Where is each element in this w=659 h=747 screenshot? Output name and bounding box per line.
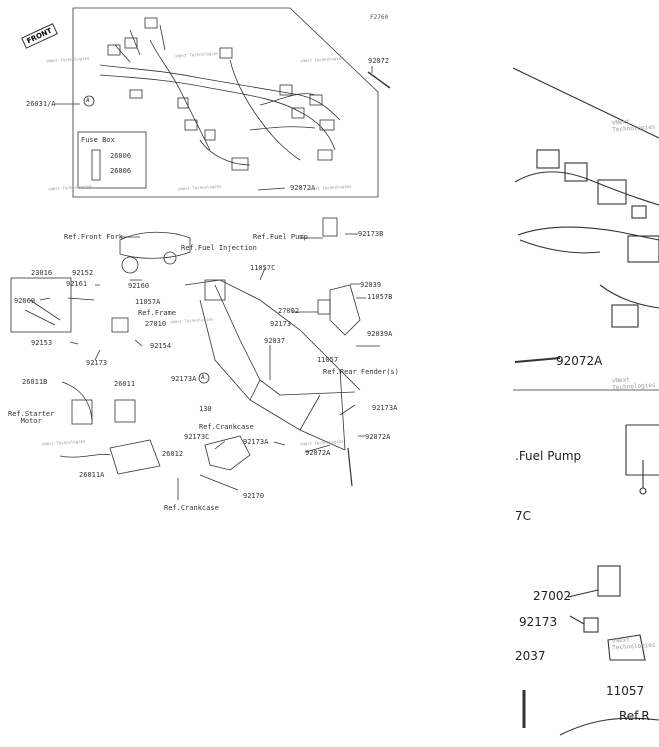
callout-ref-crankcase-top: Ref.Crankcase <box>199 423 254 431</box>
callout-26011b: 26011B <box>22 378 48 386</box>
callout-92173c: 92173C <box>184 433 210 441</box>
callout-130: 130 <box>199 405 212 413</box>
tie-92072a <box>257 187 286 191</box>
callout-23016: 23016 <box>31 269 53 277</box>
zoom-connector-3 <box>597 179 627 205</box>
circle-a-label-top: A <box>86 97 90 104</box>
callout-92072: 92072 <box>368 57 390 65</box>
callout-92173a-lower: 92173A <box>243 438 269 446</box>
callout-11057a: 11057A <box>135 298 161 306</box>
fuse-26006-b: 26006 <box>110 167 132 175</box>
zoom-connector-5 <box>611 304 639 328</box>
callout-92072a-top: 92072A <box>290 184 316 192</box>
callout-92161: 92161 <box>66 280 88 288</box>
front-fork-clamp <box>119 231 191 259</box>
zoom-fragment-7c: 7C <box>515 509 532 523</box>
callout-92069: 92069 <box>14 297 36 305</box>
zoom-bolt-92173 <box>583 617 599 633</box>
harness-box-outline <box>72 7 379 198</box>
callout-92072a-right: 92072A <box>365 433 391 441</box>
callout-27002: 27002 <box>278 307 300 315</box>
figure-code: F2760 <box>370 14 389 21</box>
harness-trunk-1 <box>99 64 341 121</box>
battery-26012 <box>109 439 161 475</box>
zoom-fuel-pump-bracket <box>625 424 659 476</box>
callout-92173a-center: 92173A <box>171 375 197 383</box>
zoom-callout-fuel-pump: .Fuel Pump <box>515 449 582 463</box>
zoom-connector-1 <box>536 149 560 169</box>
callout-92153: 92153 <box>31 339 53 347</box>
fuse-box-title: Fuse Box <box>81 136 115 144</box>
harness-leads-2 <box>249 93 316 131</box>
harness-trunk-2 <box>99 74 336 151</box>
zoom-callout-ref-r: Ref.R <box>619 709 650 723</box>
relay-23016-box <box>10 277 72 333</box>
crankcase-part <box>204 435 251 471</box>
callout-92173-left: 92173 <box>86 359 108 367</box>
callout-11057b: 11057B <box>367 293 393 301</box>
callout-ref-rear-fender: Ref.Rear Fender(s) <box>323 368 399 376</box>
callout-ref-fuel-injection: Ref.Fuel Injection <box>181 244 257 252</box>
callout-ref-starter-motor: Ref.Starter Motor <box>8 410 55 425</box>
callout-ref-frame: Ref.Frame <box>138 309 176 317</box>
callout-92160: 92160 <box>128 282 150 290</box>
harness-branch-1 <box>149 39 211 151</box>
callout-92173a-right: 92173A <box>372 404 398 412</box>
harness-lead-3 <box>199 139 251 166</box>
zoom-callout-2037: 2037 <box>515 649 546 663</box>
callout-92152: 92152 <box>72 269 94 277</box>
relay-27010 <box>111 317 129 333</box>
zoom-box-edge <box>512 67 659 139</box>
zoom-callout-27002: 27002 <box>533 589 572 603</box>
zoom-bracket-11057 <box>607 634 646 661</box>
rear-fender-bracket <box>329 284 361 336</box>
callout-27010: 27010 <box>145 320 167 328</box>
callout-26011: 26011 <box>114 380 136 388</box>
callout-92037: 92037 <box>264 337 286 345</box>
fuse-holder <box>91 149 101 181</box>
circle-a-top <box>83 95 95 107</box>
circle-a-label-bottom: A <box>201 374 205 381</box>
callout-92173-right: 92173 <box>270 320 292 328</box>
callout-11057: 11057 <box>317 356 339 364</box>
callout-ref-front-fork: Ref.Front Fork <box>64 233 124 241</box>
callout-92072a-lower: 92072A <box>305 449 331 457</box>
starter-relay-26011 <box>114 399 136 423</box>
fuel-pump-bracket <box>322 217 338 237</box>
zoom-connector-4 <box>627 235 659 263</box>
callout-92173b: 92173B <box>358 230 384 238</box>
callout-26012: 26012 <box>162 450 184 458</box>
callout-ref-crankcase-bottom: Ref.Crankcase <box>164 504 219 512</box>
zoom-callout-11057: 11057 <box>606 684 645 698</box>
zoom-callout-92072a: 92072A <box>556 354 603 368</box>
callout-92039a: 92039A <box>367 330 393 338</box>
callout-92170: 92170 <box>243 492 265 500</box>
circle-a-bottom <box>198 372 210 384</box>
bolt-92072 <box>367 71 391 89</box>
zoom-regulator-27002 <box>597 565 621 597</box>
harness-branch-2 <box>229 59 301 161</box>
zoom-tie-92072a <box>514 357 561 363</box>
callout-11057c: 11057C <box>250 264 276 272</box>
callout-26031a: 26031/A <box>26 100 56 108</box>
callout-ref-fuel-pump: Ref.Fuel Pump <box>253 233 308 241</box>
starter-relay-26011b <box>71 399 93 425</box>
fuse-box-outline <box>77 131 147 189</box>
callout-26011a: 26011A <box>79 471 105 479</box>
zoom-connector-2 <box>564 162 588 182</box>
zoom-callout-92173: 92173 <box>519 615 558 629</box>
harness-leads <box>114 24 166 63</box>
callout-92039: 92039 <box>360 281 382 289</box>
callout-92154: 92154 <box>150 342 172 350</box>
frame-top-tube <box>184 279 361 391</box>
fuse-26006-a: 26006 <box>110 152 132 160</box>
regulator-27002 <box>317 299 331 315</box>
